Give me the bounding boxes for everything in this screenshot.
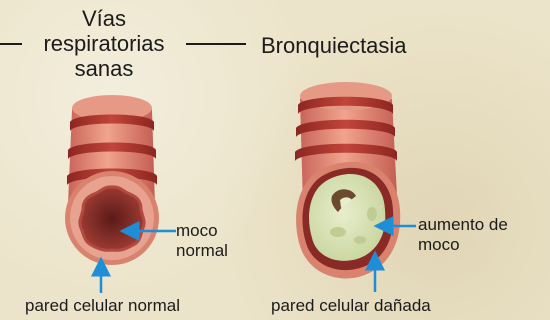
healthy-airway-lumen — [80, 187, 144, 250]
healthy-title-line1: Vías — [24, 6, 184, 31]
normal-mucus-label: moco normal — [176, 221, 228, 261]
healthy-title-line3: sanas — [24, 56, 184, 81]
healthy-title-line2: respiratorias — [24, 31, 184, 56]
healthy-airway — [65, 95, 159, 265]
damaged-wall-label: pared celular dañada — [271, 296, 431, 316]
bronchiectasis-title: Bronquiectasia — [250, 33, 461, 58]
excess-mucus-line1: aumento de — [418, 215, 508, 235]
healthy-airway-title: Vías respiratorias sanas — [24, 6, 184, 81]
normal-mucus-line2: normal — [176, 241, 228, 261]
normal-wall-label: pared celular normal — [25, 296, 180, 316]
excess-mucus-label: aumento de moco — [418, 215, 508, 255]
bronchiectasis-airway — [295, 82, 400, 278]
normal-mucus-line1: moco — [176, 221, 228, 241]
excess-mucus-line2: moco — [418, 235, 508, 255]
